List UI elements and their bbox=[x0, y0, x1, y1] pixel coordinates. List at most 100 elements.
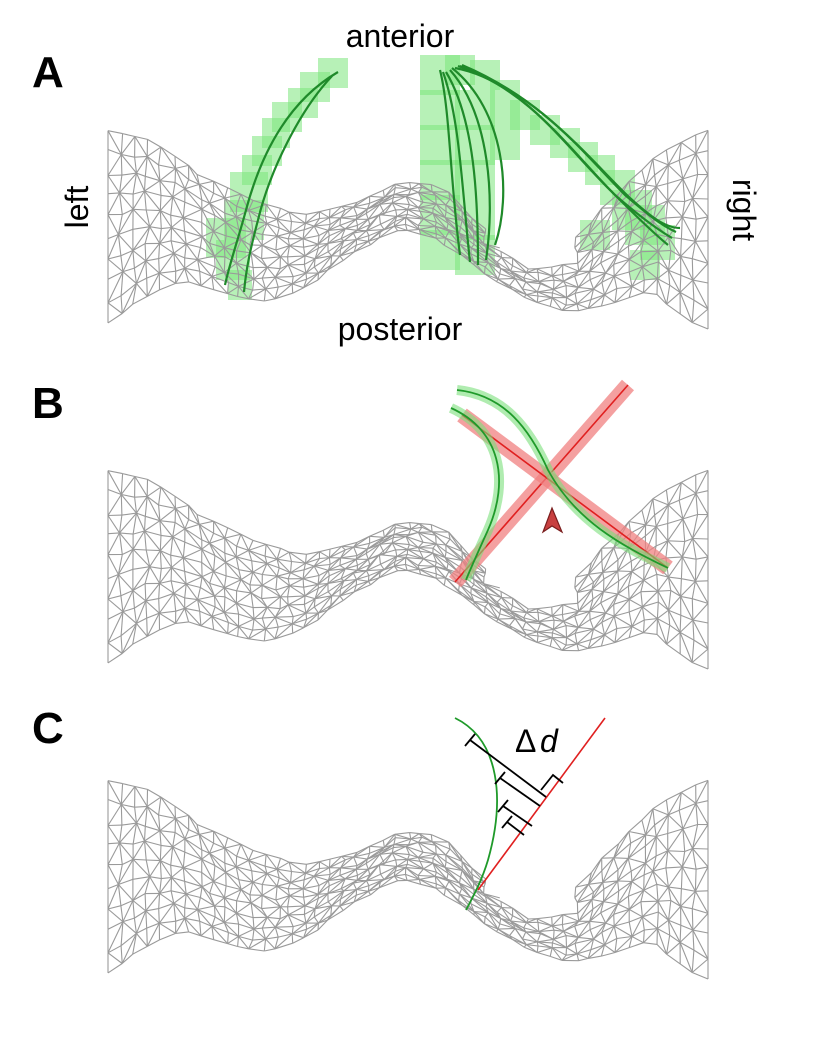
mesh-edge bbox=[604, 288, 618, 296]
mesh-edge bbox=[188, 931, 202, 937]
mesh-edge bbox=[146, 209, 161, 212]
mesh-edge bbox=[522, 621, 527, 630]
mesh-edge bbox=[435, 875, 450, 882]
mesh-edge bbox=[225, 561, 240, 571]
mesh-edge bbox=[319, 867, 330, 870]
mesh-edge bbox=[384, 837, 396, 848]
mesh-edge bbox=[237, 635, 249, 640]
mesh-edge bbox=[211, 616, 215, 630]
mesh-edge bbox=[667, 886, 682, 907]
mesh-edge bbox=[223, 256, 226, 273]
mesh-edge bbox=[287, 264, 294, 277]
mesh-edge bbox=[574, 633, 578, 644]
mesh-edge bbox=[561, 604, 564, 615]
mesh-edge bbox=[160, 844, 173, 848]
mesh-edge bbox=[159, 227, 172, 244]
mesh-edge bbox=[394, 556, 398, 562]
mesh-edge bbox=[470, 253, 475, 262]
mesh-edge bbox=[303, 279, 308, 288]
mesh-edge bbox=[628, 611, 633, 627]
mesh-edge bbox=[485, 896, 502, 908]
mesh-edge bbox=[278, 283, 293, 288]
mesh-edge bbox=[432, 862, 449, 874]
mesh-edge bbox=[252, 278, 255, 291]
mesh-edge bbox=[605, 253, 619, 274]
mesh-edge bbox=[201, 208, 214, 232]
mesh-edge bbox=[378, 875, 395, 889]
mesh-edge bbox=[471, 247, 488, 254]
mesh-edge bbox=[589, 929, 595, 940]
mesh-edge bbox=[208, 532, 215, 544]
mesh-edge bbox=[122, 548, 134, 555]
mesh-edge bbox=[252, 881, 263, 896]
mesh-edge bbox=[288, 913, 305, 916]
mesh-edge bbox=[251, 220, 254, 233]
mesh-edge bbox=[665, 799, 669, 815]
mesh-edge bbox=[356, 890, 369, 896]
mesh-edge bbox=[383, 183, 396, 191]
mesh-edge bbox=[305, 266, 315, 274]
mesh-edge bbox=[199, 611, 202, 626]
mesh-edge bbox=[213, 520, 226, 539]
mesh-edge bbox=[132, 635, 148, 645]
mesh-edge bbox=[353, 584, 357, 593]
mesh-edge bbox=[328, 867, 331, 875]
mesh-edge bbox=[378, 230, 382, 238]
mesh-edge bbox=[225, 561, 242, 580]
mesh-edge bbox=[446, 878, 462, 890]
mesh-edge bbox=[576, 884, 589, 903]
mesh-edge bbox=[224, 587, 237, 592]
mesh-edge bbox=[158, 252, 175, 274]
mesh-edge bbox=[496, 261, 502, 269]
mesh-edge bbox=[645, 184, 657, 188]
mesh-edge bbox=[289, 245, 304, 248]
mesh-edge bbox=[434, 225, 446, 239]
mesh-edge bbox=[227, 187, 242, 195]
mesh-edge bbox=[657, 911, 669, 921]
mesh-edge bbox=[261, 617, 267, 630]
mesh-edge bbox=[566, 297, 578, 305]
mesh-edge bbox=[420, 883, 437, 889]
mesh-edge bbox=[656, 601, 659, 619]
mesh-edge bbox=[657, 900, 669, 921]
mesh-edge bbox=[339, 224, 346, 230]
mesh-edge bbox=[405, 864, 408, 868]
mesh-edge bbox=[436, 871, 448, 880]
mesh-edge bbox=[574, 627, 579, 634]
mesh-edge bbox=[470, 593, 489, 604]
mesh-edge bbox=[423, 218, 437, 223]
mesh-edge bbox=[262, 616, 276, 619]
mesh-edge bbox=[339, 899, 342, 907]
mesh-edge bbox=[275, 249, 281, 258]
mesh-edge bbox=[591, 588, 604, 593]
mesh-edge bbox=[143, 826, 146, 842]
mesh-edge bbox=[318, 879, 329, 886]
mesh-edge bbox=[407, 204, 410, 210]
mesh-edge bbox=[121, 933, 137, 964]
mesh-edge bbox=[107, 130, 122, 155]
mesh-edge bbox=[695, 890, 709, 892]
mesh-edge bbox=[562, 604, 580, 612]
mesh-edge bbox=[172, 182, 176, 197]
mesh-edge bbox=[253, 618, 266, 630]
mesh-edge bbox=[120, 282, 137, 297]
mesh-edge bbox=[158, 797, 162, 816]
mesh-edge bbox=[276, 575, 290, 587]
mesh-edge bbox=[264, 948, 276, 952]
mesh-edge bbox=[668, 809, 680, 816]
mesh-edge bbox=[628, 831, 632, 844]
mesh-edge bbox=[353, 206, 368, 210]
mesh-edge bbox=[120, 783, 124, 805]
mesh-edge bbox=[394, 522, 410, 525]
mesh-edge bbox=[470, 593, 475, 602]
mesh-edge bbox=[236, 262, 254, 269]
mesh-edge bbox=[654, 514, 657, 527]
mesh-edge bbox=[318, 595, 333, 614]
mesh-edge bbox=[592, 591, 604, 600]
mesh-edge bbox=[566, 947, 578, 955]
mesh-edge bbox=[473, 911, 489, 914]
mesh-edge bbox=[122, 611, 137, 624]
mesh-edge bbox=[640, 240, 645, 252]
mesh-edge bbox=[200, 285, 214, 291]
mesh-edge bbox=[214, 255, 225, 258]
